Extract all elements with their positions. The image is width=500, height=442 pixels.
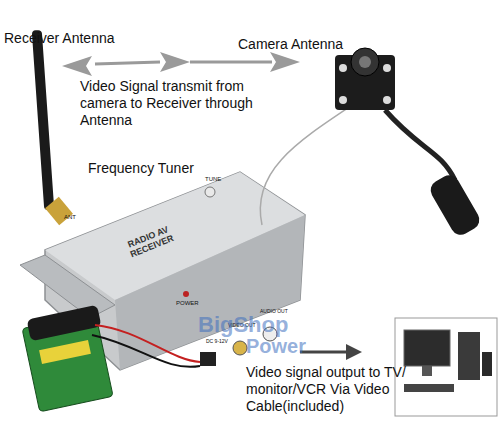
ir-led bbox=[339, 96, 347, 104]
camera-lens-glass bbox=[359, 56, 371, 68]
camera-plug bbox=[427, 172, 483, 239]
monitor-screen bbox=[404, 330, 450, 366]
monitor-frame bbox=[395, 318, 497, 416]
indicator-label: POWER bbox=[176, 300, 216, 307]
arrow-head bbox=[346, 344, 362, 360]
part-label: Camera Antenna bbox=[238, 36, 388, 53]
watermark: BigShop bbox=[198, 312, 318, 338]
ir-led bbox=[383, 64, 391, 72]
speaker bbox=[482, 352, 492, 376]
watermark: Power bbox=[246, 334, 366, 358]
battery-label bbox=[39, 340, 91, 364]
monitor-stand bbox=[422, 366, 432, 376]
arrow-shaft bbox=[190, 61, 272, 64]
arrow-head bbox=[160, 52, 190, 72]
keyboard bbox=[404, 384, 454, 392]
arrow-shaft bbox=[95, 62, 160, 64]
antenna-connector bbox=[45, 197, 73, 225]
video-jack bbox=[233, 341, 247, 355]
mounting-flange bbox=[20, 255, 115, 318]
signal-arrows bbox=[62, 52, 300, 76]
arrow-head bbox=[270, 52, 300, 72]
battery-clip bbox=[26, 305, 101, 341]
ir-led bbox=[339, 64, 347, 72]
port-label: TUNE bbox=[205, 176, 235, 183]
black-wire bbox=[92, 335, 200, 367]
arrow-head bbox=[62, 56, 92, 76]
port-label: DC 9-12V bbox=[206, 338, 246, 344]
camera-lens bbox=[351, 48, 379, 76]
red-wire bbox=[95, 325, 200, 362]
tuner-knob bbox=[205, 187, 215, 197]
antenna-rod bbox=[32, 30, 55, 210]
dc-jack bbox=[200, 352, 216, 366]
signal-note: Video Signal transmit from camera to Rec… bbox=[80, 78, 262, 128]
pc-tower bbox=[458, 332, 480, 380]
camera-antenna-wire bbox=[260, 100, 360, 225]
part-label: Frequency Tuner bbox=[88, 160, 238, 177]
camera-cable bbox=[385, 110, 455, 180]
part-label: Receiver Antenna bbox=[4, 30, 154, 47]
arrow-shaft bbox=[300, 351, 350, 354]
power-led bbox=[183, 291, 189, 297]
output-note: Video signal output to TV/ monitor/VCR V… bbox=[246, 364, 406, 414]
camera-body bbox=[335, 55, 395, 110]
ir-led bbox=[383, 96, 391, 104]
port-label: ANT bbox=[64, 214, 94, 221]
